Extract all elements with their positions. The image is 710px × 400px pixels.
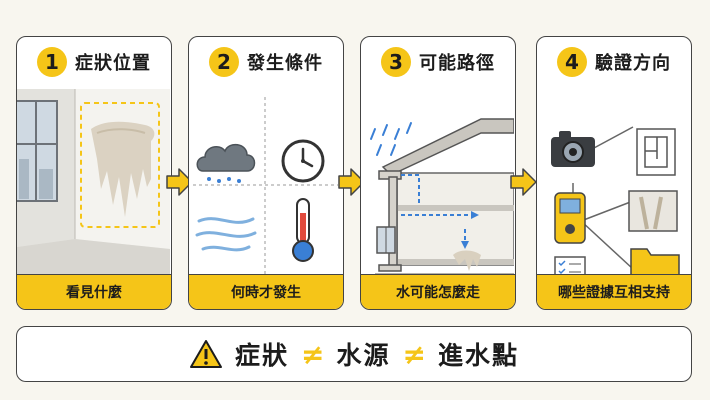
panel-header: 1 症狀位置 (17, 37, 171, 87)
panel-title: 發生條件 (247, 53, 323, 74)
step-number-badge: 3 (381, 47, 411, 77)
panel-caption: 哪些證據互相支持 (537, 274, 691, 309)
panel-caption: 看見什麼 (17, 274, 171, 309)
banner-term-water-source: 水源 (336, 341, 391, 370)
wind-icon (195, 217, 257, 252)
window-icon (17, 100, 58, 202)
panel-verification: 4 驗證方向 (536, 36, 692, 310)
moisture-meter-icon (554, 192, 586, 244)
room-stain-illustration (17, 89, 170, 279)
gutter-downpipe-icon (378, 170, 402, 272)
step-number-badge: 1 (37, 47, 67, 77)
camera-icon (551, 131, 595, 167)
arrow-right-icon (338, 168, 365, 196)
panel-title: 驗證方向 (595, 53, 671, 74)
leak-path-icon (401, 174, 471, 243)
panel-header: 3 可能路徑 (361, 37, 515, 87)
conditions-illustration (193, 97, 338, 274)
panel-symptom-location: 1 症狀位置 看見什麼 (16, 36, 172, 310)
not-equal-sign: ≠ (301, 337, 325, 371)
floor-plan-icon (636, 128, 676, 176)
rain-icon (370, 122, 412, 156)
evidence-illustration (551, 126, 680, 278)
panel-header: 4 驗證方向 (537, 37, 691, 87)
wall-photo-icon (628, 190, 678, 232)
step-number-badge: 4 (557, 47, 587, 77)
thermometer-icon (292, 198, 314, 262)
panel-caption: 水可能怎麼走 (361, 274, 515, 309)
panel-caption: 何時才發生 (189, 274, 343, 309)
step-number-badge: 2 (209, 47, 239, 77)
folder-icon (630, 248, 680, 278)
rain-cloud-icon (196, 143, 256, 183)
panel-header: 2 發生條件 (189, 37, 343, 87)
arrow-right-icon (166, 168, 193, 196)
panel-possible-path: 3 可能路徑 水可能怎麼走 (360, 36, 516, 310)
panel-title: 症狀位置 (75, 53, 151, 74)
window-icon (376, 226, 396, 254)
clock-icon (281, 139, 325, 183)
building-section-illustration (370, 118, 514, 279)
key-message-banner: 症狀 ≠ 水源 ≠ 進水點 (16, 326, 692, 382)
water-stain-icon (91, 121, 155, 217)
panel-title: 可能路徑 (419, 53, 495, 74)
banner-term-entry-point: 進水點 (437, 341, 519, 370)
warning-icon (190, 340, 222, 368)
not-equal-sign: ≠ (402, 337, 426, 371)
banner-term-symptom: 症狀 (235, 341, 290, 370)
arrow-right-icon (510, 168, 537, 196)
panel-occurrence-conditions: 2 發生條件 何時才發生 (188, 36, 344, 310)
